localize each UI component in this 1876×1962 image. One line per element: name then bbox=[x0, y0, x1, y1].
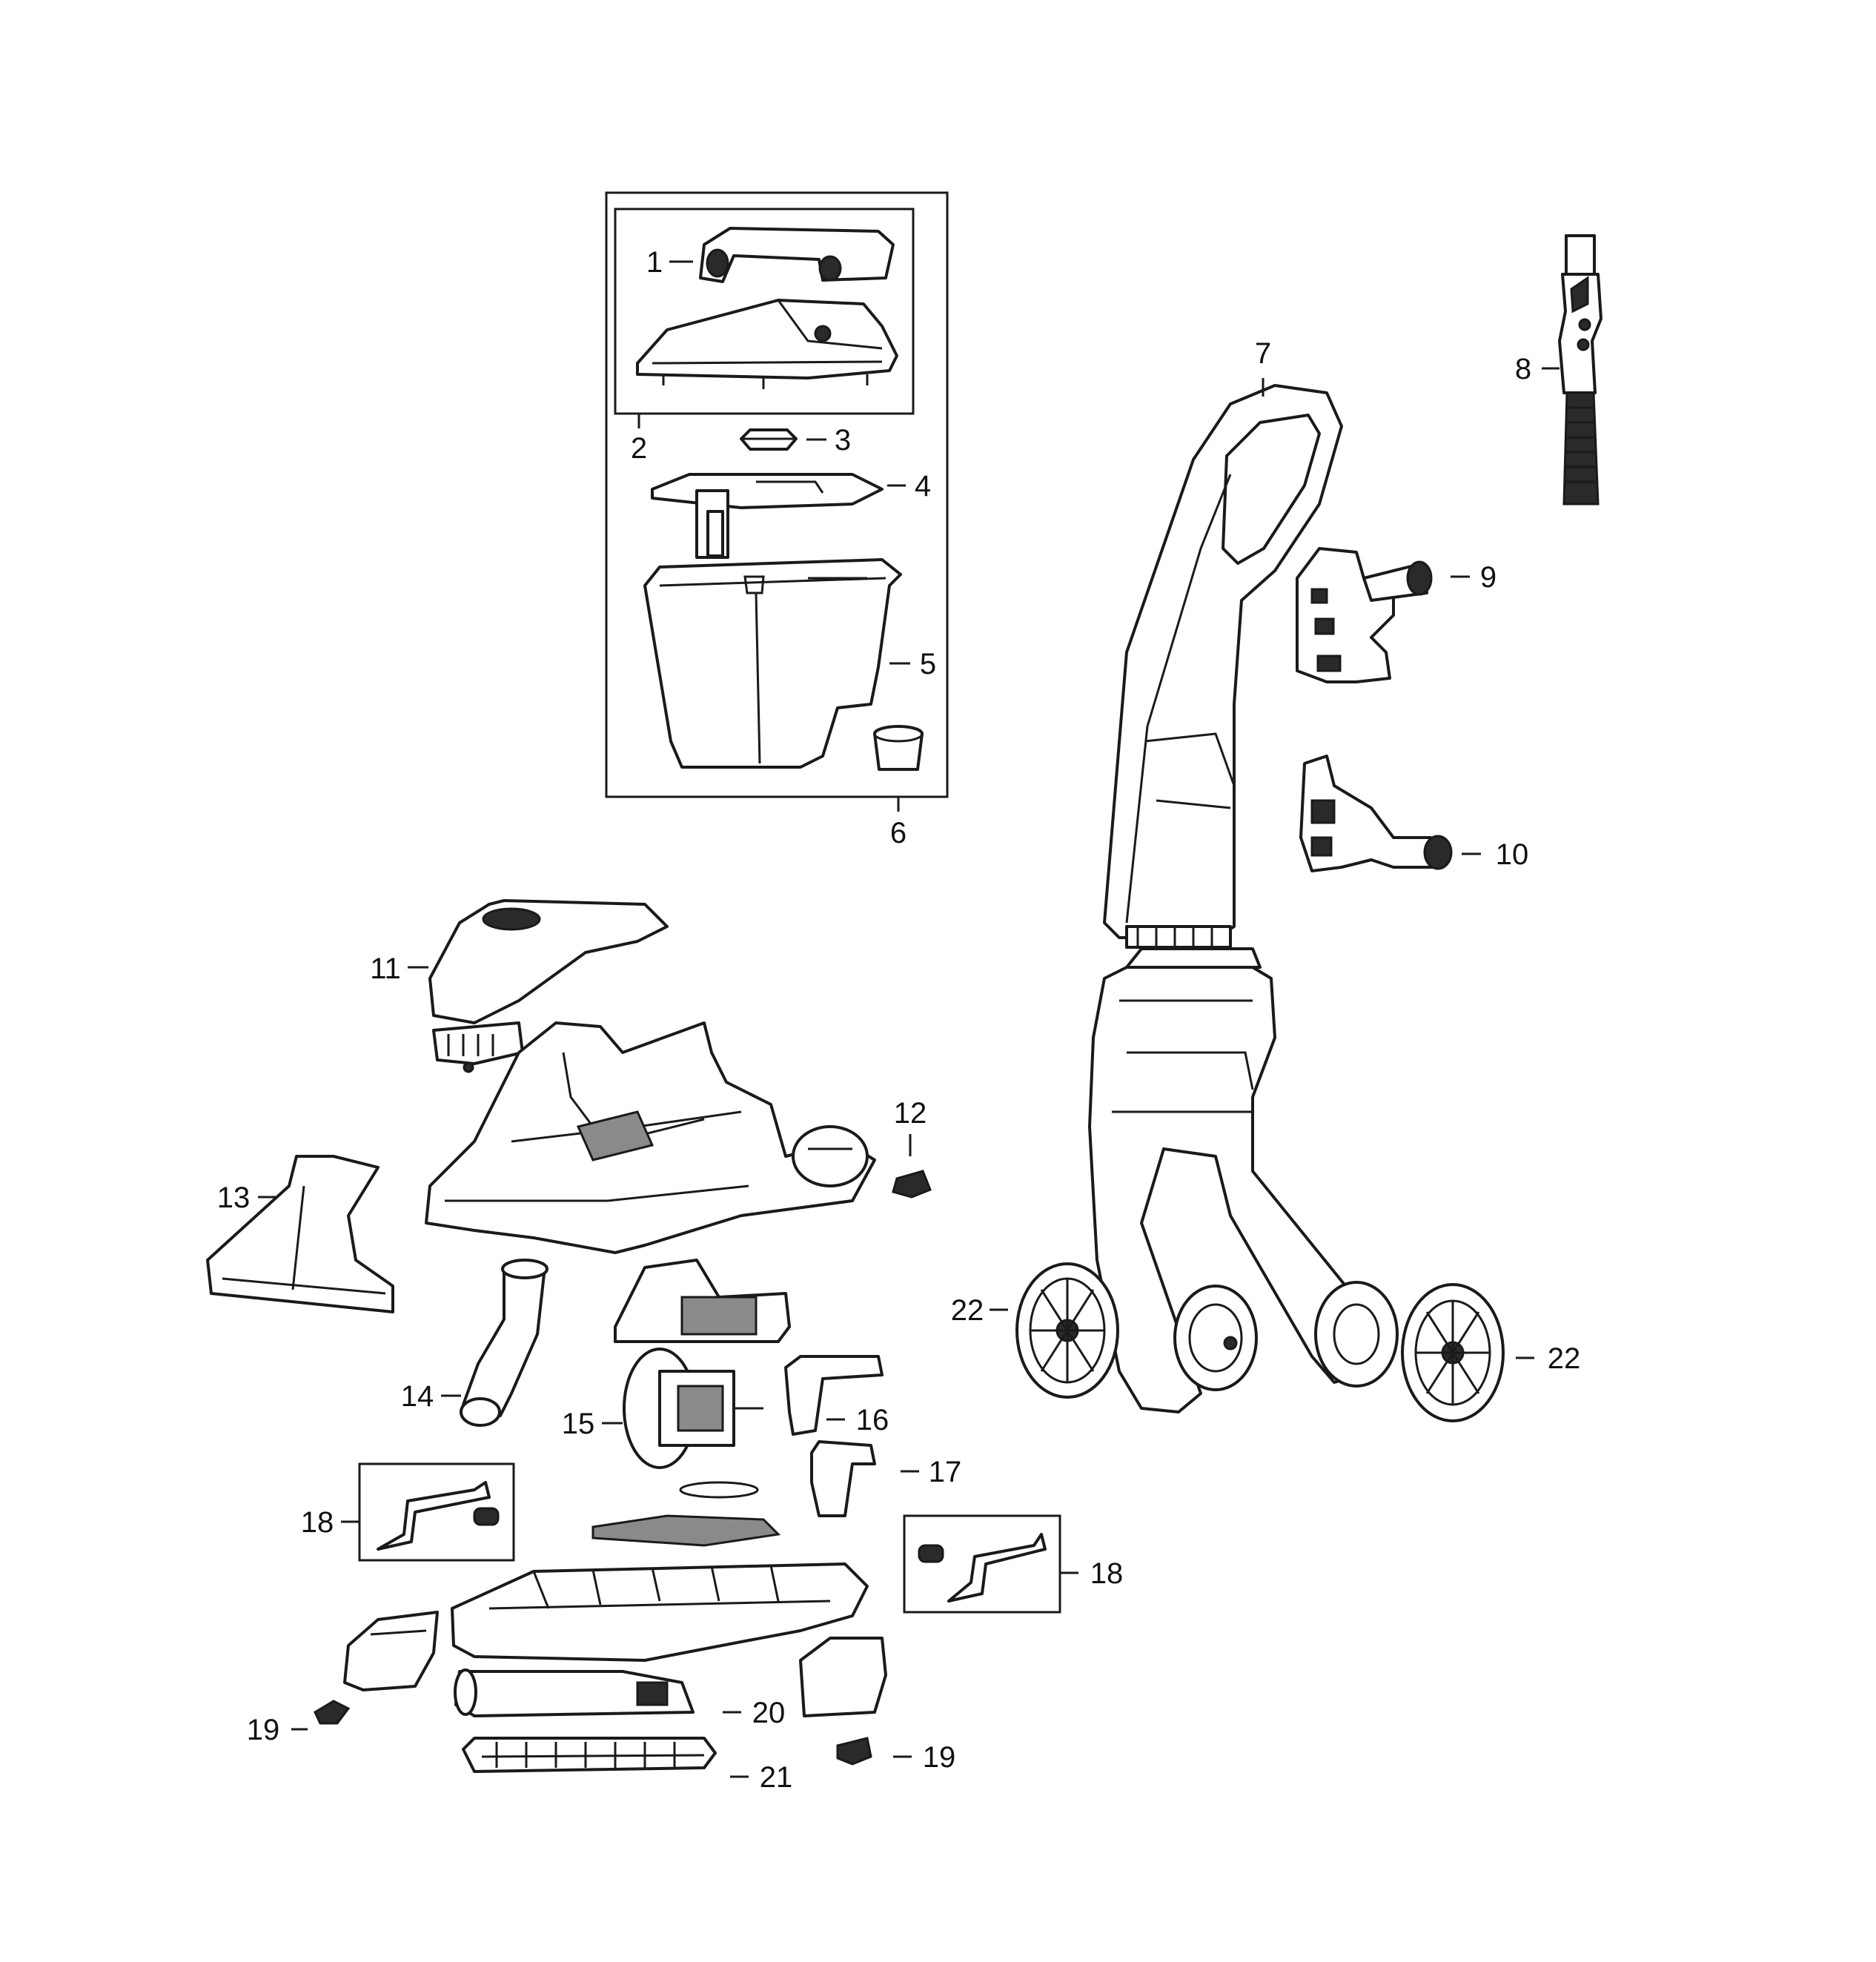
callout-7: 7 bbox=[1255, 337, 1271, 370]
callout-17: 17 bbox=[929, 1456, 962, 1488]
callout-22-right: 22 bbox=[1548, 1342, 1581, 1375]
callout-4: 4 bbox=[915, 470, 931, 503]
callout-11: 11 bbox=[370, 952, 401, 985]
part-20-brush-roll bbox=[454, 1668, 695, 1717]
part-9-hose-connector bbox=[1296, 547, 1433, 683]
part-22-wheel-left bbox=[1015, 1262, 1119, 1399]
tank-lid-subassembly-box bbox=[614, 208, 915, 415]
part-10-hose-connector bbox=[1299, 755, 1453, 872]
part-11-top-cover bbox=[428, 899, 669, 1073]
callout-18-left: 18 bbox=[301, 1506, 334, 1539]
callout-2: 2 bbox=[631, 432, 647, 465]
part-13-hand-tool bbox=[206, 1155, 394, 1313]
part-21-brush-plate bbox=[462, 1737, 717, 1773]
part-6-cup bbox=[873, 725, 924, 771]
callout-20: 20 bbox=[752, 1697, 786, 1729]
callout-22-left: 22 bbox=[951, 1294, 984, 1327]
motor-cover bbox=[614, 1259, 791, 1343]
callout-14: 14 bbox=[401, 1380, 434, 1413]
callout-3: 3 bbox=[835, 424, 851, 457]
part-16-latch bbox=[784, 1355, 884, 1436]
part-18-box-left bbox=[358, 1462, 515, 1562]
part-5-tank bbox=[643, 558, 902, 769]
side-panel-left bbox=[343, 1611, 439, 1691]
base-housing bbox=[425, 1021, 876, 1254]
part-15-motor bbox=[623, 1348, 763, 1469]
side-panel-right bbox=[799, 1637, 887, 1717]
callout-13: 13 bbox=[217, 1181, 251, 1214]
part-1-tank-handle bbox=[699, 227, 895, 283]
tank-assembly-box bbox=[605, 191, 949, 798]
callout-18-right: 18 bbox=[1090, 1557, 1124, 1590]
part-19-clip-right bbox=[836, 1737, 872, 1766]
callout-9: 9 bbox=[1480, 561, 1497, 594]
callout-19-left: 19 bbox=[247, 1714, 280, 1746]
callout-6: 6 bbox=[890, 817, 906, 849]
part-18-spring-latch-right bbox=[918, 1533, 1047, 1603]
callout-19-right: 19 bbox=[923, 1741, 956, 1774]
callout-5: 5 bbox=[920, 648, 936, 680]
part-14-duct bbox=[460, 1259, 548, 1427]
callout-12: 12 bbox=[894, 1097, 927, 1130]
part-17-latch bbox=[810, 1440, 876, 1517]
callout-16: 16 bbox=[856, 1404, 889, 1436]
part-19-clip-left bbox=[314, 1700, 351, 1725]
part-8-hose-trigger bbox=[1558, 234, 1602, 506]
callout-15: 15 bbox=[562, 1408, 595, 1440]
part-12-clip bbox=[892, 1170, 932, 1199]
part-3-cap bbox=[740, 428, 798, 451]
base-plate bbox=[451, 1562, 869, 1662]
part-2-tank-lid bbox=[636, 299, 898, 389]
gasket bbox=[591, 1481, 781, 1547]
callout-8: 8 bbox=[1515, 353, 1531, 385]
part-18-spring-latch-left bbox=[377, 1481, 500, 1551]
part-4-float-assembly bbox=[651, 473, 884, 559]
part-7-lower-frame bbox=[1088, 947, 1399, 1413]
part-22-wheel-right bbox=[1401, 1283, 1505, 1422]
part-18-box-right bbox=[903, 1514, 1061, 1614]
callout-1: 1 bbox=[646, 246, 663, 279]
callout-10: 10 bbox=[1496, 838, 1529, 871]
callout-21: 21 bbox=[760, 1761, 793, 1794]
